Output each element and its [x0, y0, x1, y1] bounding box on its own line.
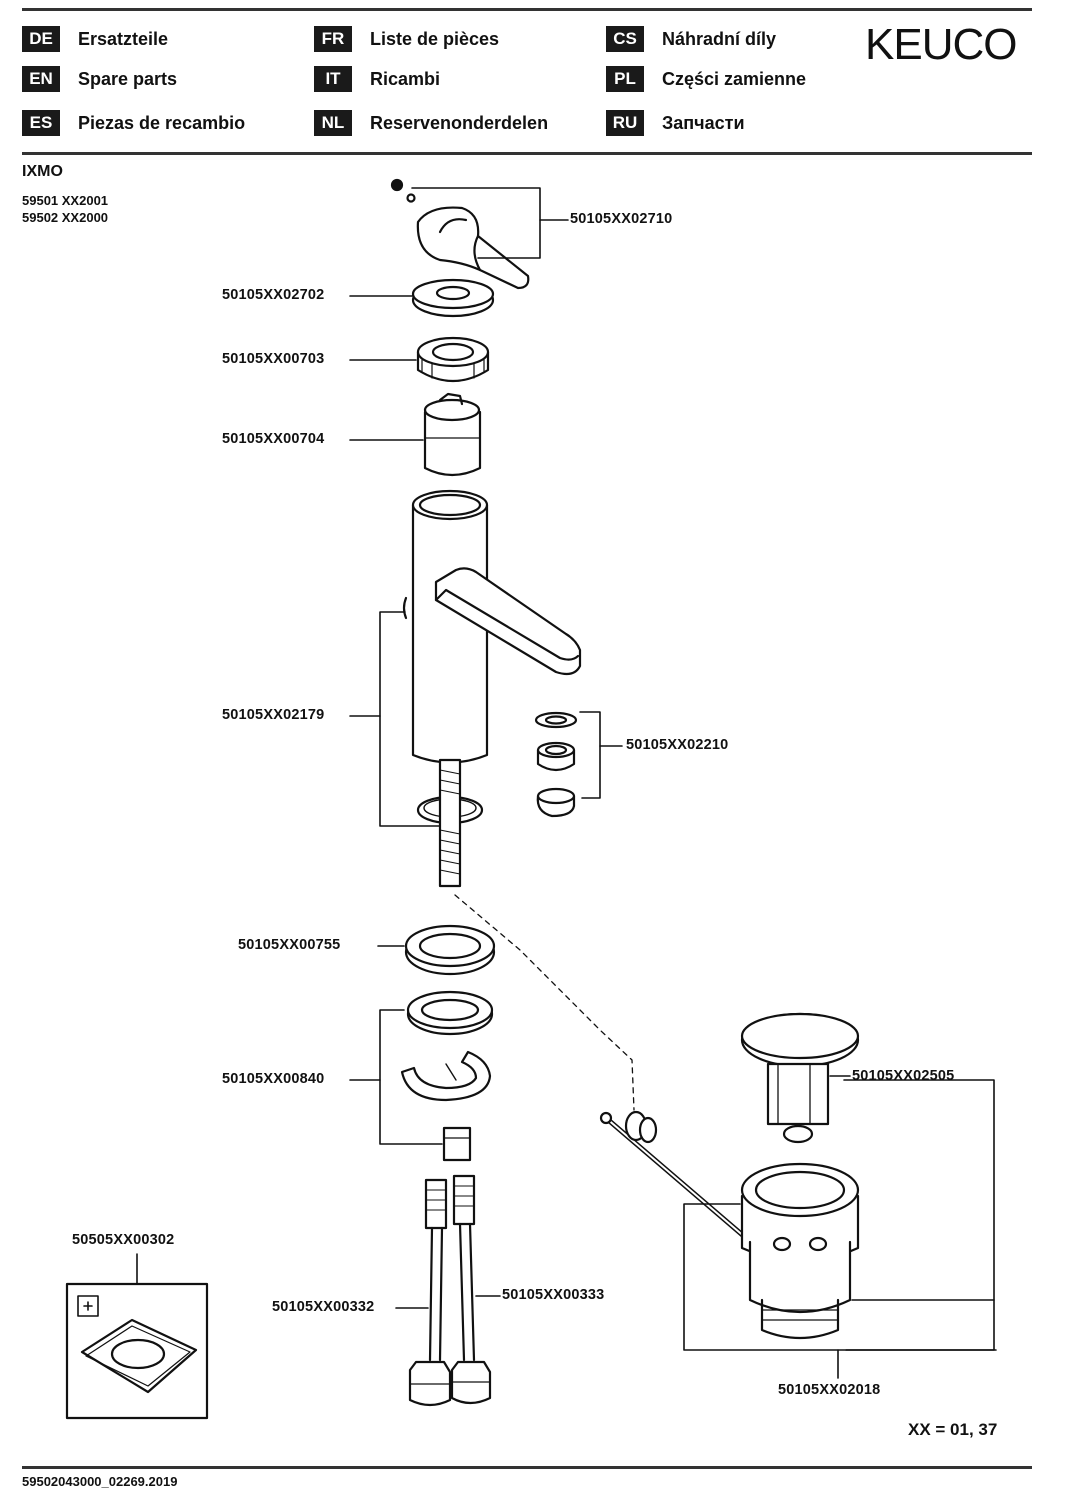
lang-it: IT Ricambi [314, 66, 440, 92]
part-label-hose-1: 50105XX00332 [272, 1299, 375, 1315]
part-label-handle: 50105XX02710 [570, 211, 673, 227]
part-label-plug: 50105XX02505 [852, 1068, 955, 1084]
cartridge [349, 392, 482, 477]
popup-rod [599, 1110, 749, 1241]
document-id: 59502043000_02269.2019 [22, 1474, 178, 1489]
lang-code-badge: RU [606, 110, 644, 136]
lang-es: ES Piezas de recambio [22, 110, 245, 136]
part-label-hose-2: 50105XX00333 [502, 1287, 605, 1303]
hoses [395, 1174, 501, 1407]
part-label-cover-ring: 50105XX02702 [222, 287, 325, 303]
lang-code-badge: EN [22, 66, 60, 92]
brand-logo: KEUCO [865, 20, 1017, 69]
base-seal [377, 924, 496, 976]
handle-group [390, 178, 569, 290]
waste-body [683, 1162, 997, 1379]
lang-label: Ersatzteile [78, 28, 169, 49]
aerator-group [534, 711, 623, 818]
lang-label: Spare parts [78, 68, 178, 89]
nut [349, 336, 490, 382]
lang-code-badge: PL [606, 66, 644, 92]
part-label-cartridge: 50105XX00704 [222, 431, 325, 447]
product-name: IXMO [22, 163, 63, 180]
lang-ru: RU Запчасти [606, 110, 745, 136]
lang-nl: NL Reservenonderdelen [314, 110, 548, 136]
fixing-set [349, 990, 494, 1162]
faucet-body [349, 489, 582, 888]
lang-de: DE Ersatzteile [22, 26, 168, 52]
header-rule [22, 152, 1032, 155]
part-label-body: 50105XX02179 [222, 707, 325, 723]
part-label-base-seal: 50105XX00755 [238, 937, 341, 953]
cover-ring [349, 278, 495, 318]
lang-code-badge: DE [22, 26, 60, 52]
lang-en: EN Spare parts [22, 66, 177, 92]
part-label-waste: 50105XX02018 [778, 1382, 881, 1398]
lang-code-badge: CS [606, 26, 644, 52]
part-label-aerator: 50105XX02210 [626, 737, 729, 753]
part-label-nut: 50105XX00703 [222, 351, 325, 367]
part-label-fixing-set: 50105XX00840 [222, 1071, 325, 1087]
top-rule [22, 8, 1032, 11]
lang-code-badge: NL [314, 110, 352, 136]
lang-code-badge: ES [22, 110, 60, 136]
lang-pl: PL Części zamienne [606, 66, 806, 92]
part-label-template: 50505XX00302 [72, 1232, 175, 1248]
article-number-1: 59501 XX2001 [22, 193, 109, 208]
footer-rule [22, 1466, 1032, 1469]
lang-fr: FR Liste de pièces [314, 26, 499, 52]
page-reference: XX = 01, 37 [908, 1420, 998, 1439]
lang-label: Запчасти [662, 112, 745, 133]
lang-cs: CS Náhradní díly [606, 26, 776, 52]
lang-label: Ricambi [370, 68, 441, 89]
drain-plug [740, 1012, 995, 1351]
lang-code-badge: FR [314, 26, 352, 52]
lang-label: Liste de pièces [370, 28, 500, 49]
lang-code-badge: IT [314, 66, 352, 92]
lang-label: Náhradní díly [662, 28, 777, 49]
lang-label: Reservenonderdelen [370, 112, 549, 133]
lang-label: Części zamienne [662, 68, 807, 89]
lang-label: Piezas de recambio [78, 112, 246, 133]
article-number-2: 59502 XX2000 [22, 210, 109, 225]
installation-template [65, 1253, 209, 1420]
